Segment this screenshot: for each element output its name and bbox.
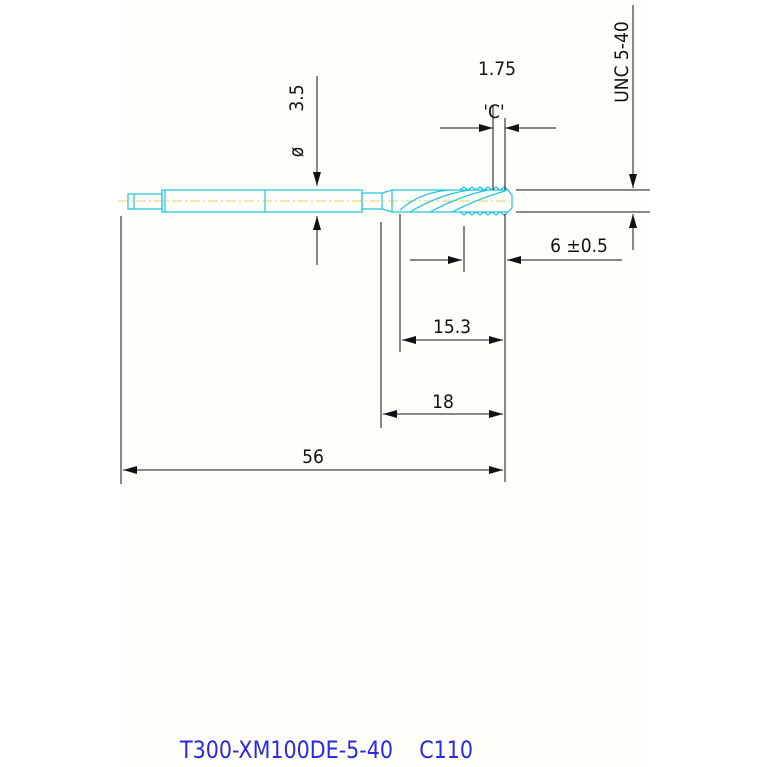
overall-length-label: 56 <box>302 446 324 468</box>
pitch-value-label: 1.75 <box>478 58 516 80</box>
dimension-labels: ø 3.5 1.75 'C' UNC 5-40 6 ±0.5 15.3 18 5… <box>286 21 633 468</box>
length-b-label: 18 <box>432 391 454 413</box>
part-code-line: T300-XM100DE-5-40 C110 <box>180 736 473 764</box>
diameter-value-label: 3.5 <box>286 84 308 111</box>
diameter-symbol-label: ø <box>286 147 308 157</box>
thread-body <box>392 189 513 213</box>
pitch-ref-label: 'C' <box>483 101 504 123</box>
part-code: T300-XM100DE-5-40 <box>180 736 393 764</box>
shank <box>161 189 363 213</box>
length-a-label: 15.3 <box>433 316 471 338</box>
drawing-sheet <box>121 0 647 767</box>
thread-length-label: 6 ±0.5 <box>550 235 608 257</box>
flute-4 <box>451 190 506 213</box>
flute-3 <box>429 189 489 213</box>
thread-spec-label: UNC 5-40 <box>611 21 633 102</box>
thread-teeth <box>459 186 509 216</box>
dimension-lines <box>120 5 650 484</box>
flute-1 <box>399 189 451 211</box>
version-code: C110 <box>419 736 474 764</box>
flute-2 <box>409 189 471 213</box>
tap-tool <box>118 186 513 216</box>
